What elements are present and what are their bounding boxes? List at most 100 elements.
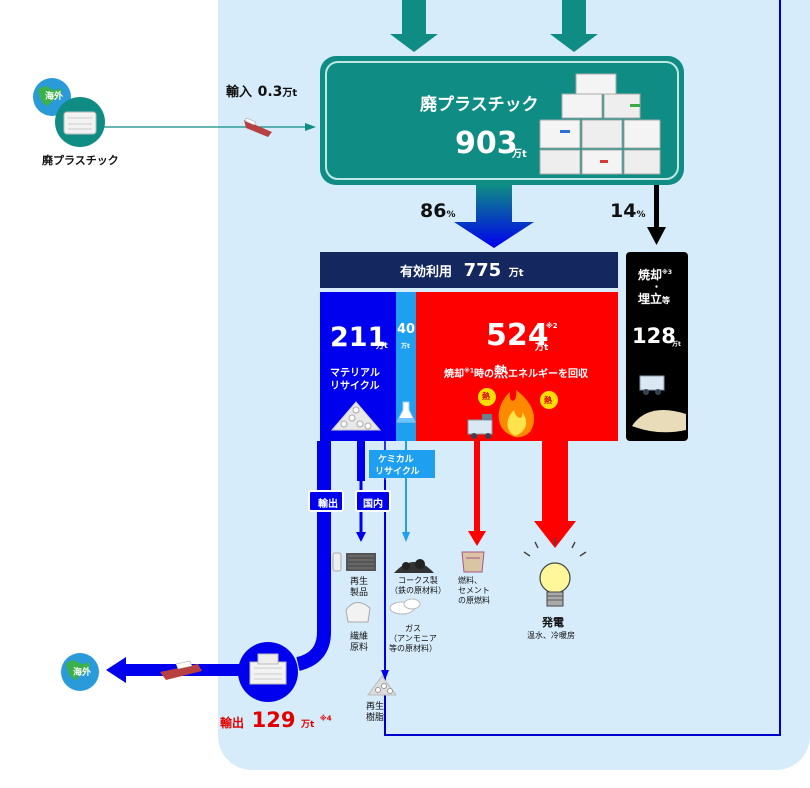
- disposal-percent-value: 14: [610, 200, 637, 222]
- power-flow-line: [542, 441, 568, 523]
- export-globe-label: 海外: [73, 668, 92, 678]
- thermal-desc-part2: 時の: [474, 369, 495, 380]
- import-value: 0.3: [257, 84, 283, 100]
- disposal-suffix: 等: [662, 296, 671, 305]
- effective-value: 775: [463, 260, 502, 281]
- coke-label: コークス製 （鉄の原材料）: [390, 576, 446, 596]
- export-tag-text: 輸出: [318, 499, 338, 510]
- waste-value: 903: [455, 126, 518, 161]
- fuel-flow-line: [474, 441, 480, 533]
- chemical-recycle-block: [396, 292, 416, 441]
- export-total: 輸出 129 万t ※4: [220, 708, 332, 732]
- effective-label: 有効利用: [400, 265, 453, 280]
- resin-line1: 再生: [366, 702, 385, 712]
- export-total-prefix: 輸出: [220, 716, 245, 730]
- coke-line2: （鉄の原材料）: [390, 586, 446, 595]
- effective-unit: 万t: [508, 268, 524, 279]
- heat-badge-right: [540, 391, 558, 409]
- chemical-arrowhead: [402, 532, 410, 542]
- inflow-arrow-left: [390, 0, 438, 52]
- bottle-icon: [332, 552, 342, 572]
- fiber-line1: 繊維: [350, 632, 369, 642]
- export-total-note: ※4: [319, 714, 332, 723]
- disposal-dot: ・: [652, 283, 662, 293]
- domestic-tag: 国内: [355, 490, 391, 512]
- fuel-line3: の原燃料: [458, 596, 490, 605]
- heat-badge-right-text: 熱: [544, 396, 552, 405]
- disposal-unit: 万t: [672, 341, 681, 348]
- resin-label: 再生 樹脂: [366, 702, 384, 724]
- export-flow-line: [296, 441, 331, 671]
- bale-icon-export: [249, 661, 287, 685]
- light-bulb-icon: [523, 538, 587, 607]
- fuel-bag-icon: [461, 551, 485, 573]
- domestic-tag-text: 国内: [363, 499, 383, 510]
- effective-header-text: 有効利用 775 万t: [400, 260, 524, 281]
- incinerator-icon: [467, 414, 493, 439]
- material-unit: 万t: [376, 341, 388, 350]
- fuel-arrowhead: [468, 531, 486, 546]
- import-prefix: 輸入: [226, 85, 253, 100]
- effective-percent-unit: %: [446, 210, 456, 220]
- thermal-desc-part3: エネルギーを回収: [508, 369, 589, 380]
- power-title: 発電: [542, 616, 564, 629]
- heat-badge-left-text: 熱: [482, 392, 490, 401]
- disposal-percent-unit: %: [636, 210, 646, 220]
- chemical-tag-line1: ケミカル: [378, 455, 414, 465]
- effective-percent-value: 86: [420, 200, 447, 222]
- recycled-products-label: 再生 製品: [350, 577, 368, 599]
- disposal-block: [626, 252, 688, 441]
- thermal-value: 524: [486, 318, 549, 353]
- ship-icon-import: [244, 117, 272, 137]
- import-unit: 万t: [282, 88, 298, 99]
- power-arrowhead: [534, 521, 576, 548]
- gas-line3: 等の原材料）: [389, 644, 437, 653]
- coke-line1: コークス製: [398, 576, 438, 585]
- disposal-line1: 焼却※3: [638, 266, 672, 283]
- material-label-line1: マテリアル: [330, 368, 380, 379]
- inflow-arrow-right: [550, 0, 598, 52]
- import-label: 輸入 0.3万t: [226, 81, 297, 100]
- material-label-line2: リサイクル: [330, 381, 380, 392]
- fire-icon: [498, 390, 535, 438]
- effective-percent: 86%: [420, 200, 455, 222]
- bale-pile-icon: [539, 73, 661, 175]
- effective-use-header: [320, 252, 618, 288]
- chemical-unit: 万t: [401, 343, 410, 350]
- source-globe-label: 海外: [45, 92, 64, 102]
- thermal-note: ※2: [546, 322, 558, 330]
- disposal-note: ※3: [662, 269, 673, 276]
- chemical-tag-line2: リサイクル: [375, 467, 420, 477]
- ship-icon-export: [160, 660, 202, 680]
- export-total-value: 129: [251, 708, 296, 732]
- chemical-value: 40: [397, 322, 416, 337]
- fiber-icon: [345, 602, 371, 623]
- disposal-line2-text: 埋立: [638, 292, 663, 306]
- recycled-products-line2: 製品: [350, 588, 369, 598]
- domestic-flow-line: [357, 441, 365, 481]
- fuel-line2: セメント: [458, 586, 490, 595]
- arrow-14-shaft: [654, 185, 659, 229]
- material-value: 211: [330, 322, 387, 353]
- disposal-percent: 14%: [610, 200, 645, 222]
- bale-icon-source: [63, 111, 97, 135]
- resin-pellets-icon: [367, 675, 397, 696]
- recycled-products-icon: [346, 553, 376, 571]
- fuel-line1: 燃料、: [458, 576, 482, 585]
- disposal-value: 128: [632, 324, 676, 348]
- chemical-recycle-tag: ケミカル リサイクル: [369, 450, 435, 478]
- thermal-desc-heat: 熱: [494, 365, 509, 381]
- gas-line2: （アンモニア: [389, 634, 437, 643]
- disposal-line1-text: 焼却: [638, 268, 663, 282]
- thermal-desc-part1: 焼却: [444, 369, 464, 380]
- waste-unit: 万t: [512, 149, 527, 160]
- pellets-pile-icon: [330, 401, 382, 431]
- fiber-line2: 原料: [350, 643, 369, 653]
- thermal-description: 焼却※1時の熱エネルギーを回収: [444, 362, 588, 382]
- power-subtitle: 温水、冷暖房: [527, 631, 575, 640]
- disposal-line2: 埋立等: [638, 290, 670, 307]
- fuel-label: 燃料、 セメント の原燃料: [458, 576, 490, 606]
- domestic-arrowhead-products: [356, 532, 366, 542]
- gas-label: ガス （アンモニア 等の原材料）: [389, 624, 437, 654]
